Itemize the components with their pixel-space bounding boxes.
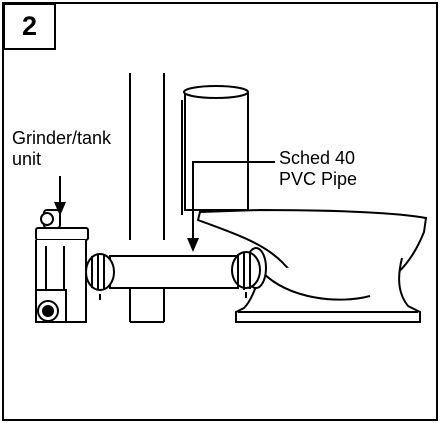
step-number: 2 (21, 11, 38, 41)
toilet-bowl (196, 208, 428, 323)
grinder-unit-label: Grinder/tank unit (12, 128, 111, 170)
grinder-label-line2: unit (12, 149, 42, 169)
toilet-tank (183, 85, 249, 211)
pvc-pipe-label: Sched 40 PVC Pipe (279, 148, 357, 190)
pipe-label-line2: PVC Pipe (279, 169, 358, 189)
pipe-label-line1: Sched 40 (279, 148, 356, 168)
pvc-pipe (85, 251, 261, 300)
pipe-arrow (187, 161, 275, 252)
step-number-box: 2 (3, 3, 56, 50)
wall-studs (129, 73, 183, 323)
grinder-label-line1: Grinder/tank (12, 128, 112, 148)
grinder-unit (35, 209, 89, 323)
grinder-arrow (54, 176, 66, 216)
